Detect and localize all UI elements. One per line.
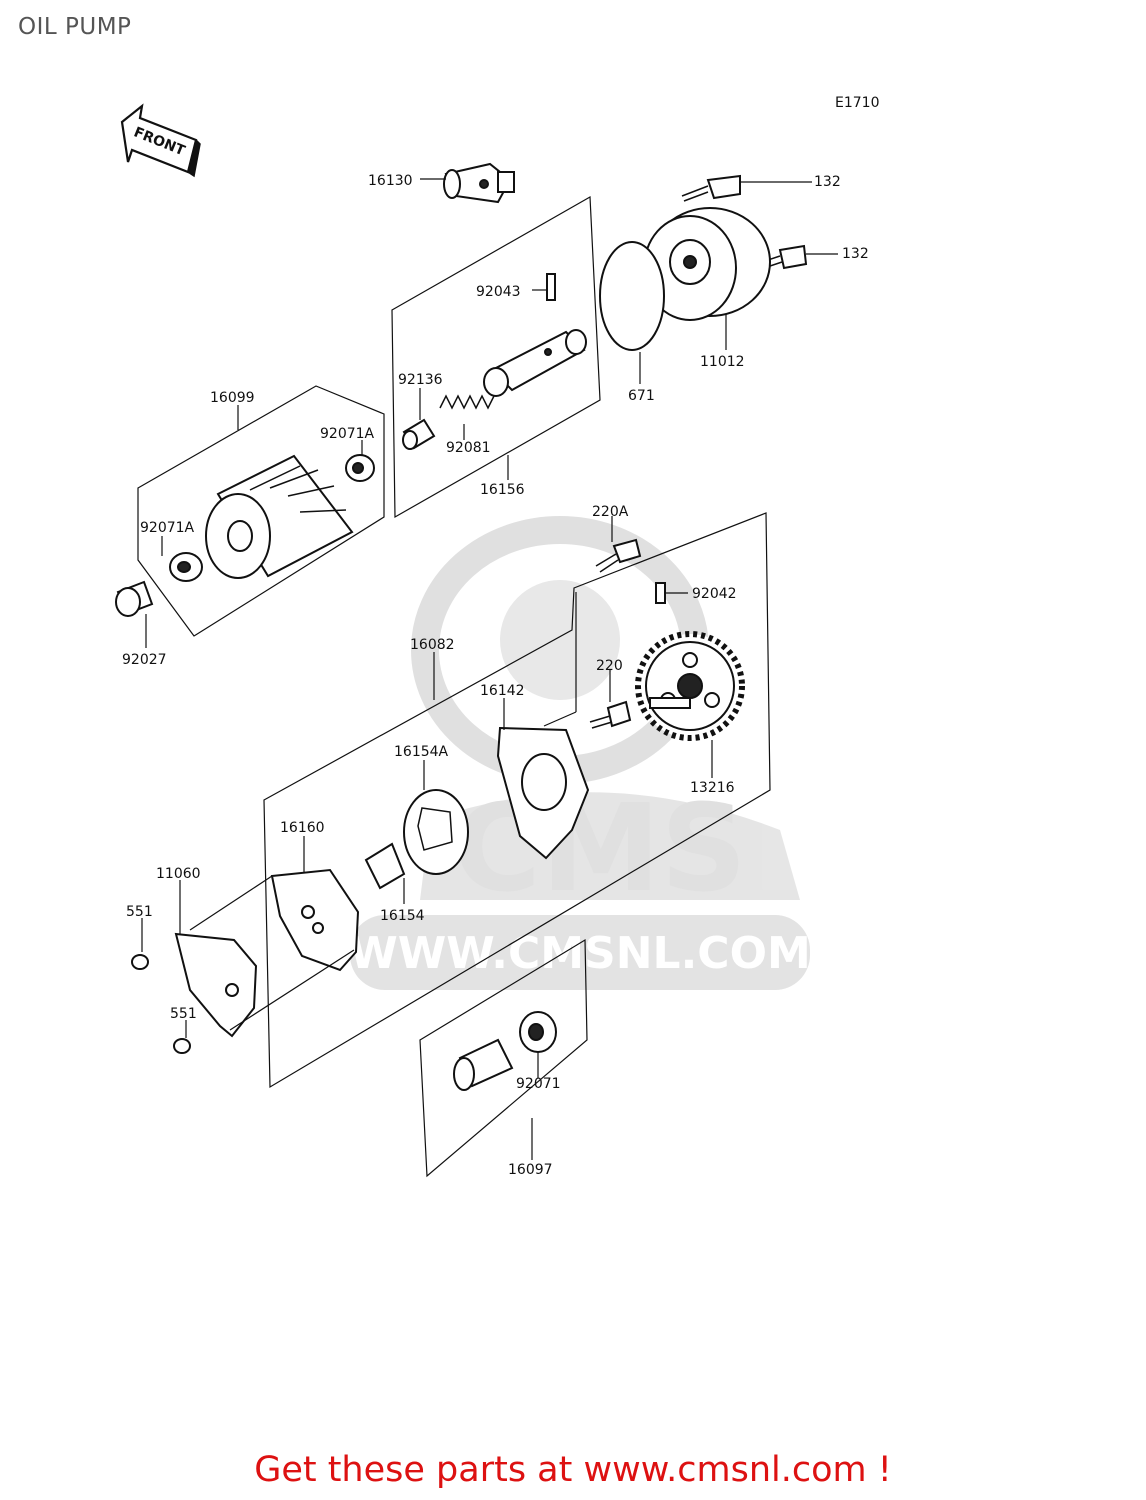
label-16082: 16082 <box>410 637 455 653</box>
part-labels: 16130 132 132 92043 11012 671 16099 9213… <box>122 173 869 1178</box>
part-551-dowel-lower <box>173 1038 191 1054</box>
label-220A: 220A <box>592 504 629 520</box>
label-11012: 11012 <box>700 354 745 370</box>
label-551-upper: 551 <box>126 904 153 920</box>
part-16099-filter <box>205 454 354 579</box>
part-16154-rotor <box>364 842 406 890</box>
label-92043: 92043 <box>476 284 521 300</box>
part-92071A-seal-top <box>345 454 375 482</box>
part-11012-cover <box>643 207 771 321</box>
label-16142: 16142 <box>480 683 525 699</box>
part-92136-collar <box>402 418 436 450</box>
label-92027: 92027 <box>122 652 167 668</box>
watermark-url: WWW.CMSNL.COM <box>349 928 811 979</box>
label-16154: 16154 <box>380 908 425 924</box>
part-551-dowel-upper <box>131 954 149 970</box>
label-92081: 92081 <box>446 440 491 456</box>
label-16156: 16156 <box>480 482 525 498</box>
part-92081-spring <box>439 394 495 410</box>
label-92071: 92071 <box>516 1076 561 1092</box>
label-671: 671 <box>628 388 655 404</box>
part-132-bolt-upper <box>681 174 741 202</box>
label-16160: 16160 <box>280 820 325 836</box>
label-92136: 92136 <box>398 372 443 388</box>
footer-promo-link[interactable]: Get these parts at www.cmsnl.com ! <box>254 1450 892 1490</box>
part-220A-bolt <box>595 538 642 573</box>
part-16142-housing <box>496 726 590 860</box>
leader-lines <box>141 178 838 1160</box>
part-92042-pin <box>655 582 666 604</box>
part-13216-gear <box>635 631 745 741</box>
part-92071-seal <box>519 1011 557 1053</box>
part-16154A-rotor <box>403 789 469 875</box>
part-16097-screen <box>453 1038 514 1091</box>
label-92071A-top: 92071A <box>320 426 375 442</box>
label-13216: 13216 <box>690 780 735 796</box>
label-16099: 16099 <box>210 390 255 406</box>
label-132-lower: 132 <box>842 246 869 262</box>
group-boxes <box>137 195 771 1178</box>
part-92027-collar <box>115 580 154 617</box>
label-132-upper: 132 <box>814 174 841 190</box>
part-671-o-ring <box>599 241 665 351</box>
label-220: 220 <box>596 658 623 674</box>
part-92071A-seal-left <box>169 552 203 582</box>
watermark-logo: CMS <box>453 780 747 919</box>
front-arrow-icon: FRONT <box>120 103 201 178</box>
part-16160-plate <box>270 868 360 972</box>
page-title: OIL PUMP <box>18 14 132 40</box>
label-16097: 16097 <box>508 1162 553 1178</box>
label-16130: 16130 <box>368 173 413 189</box>
label-11060: 11060 <box>156 866 201 882</box>
diagram-code: E1710 <box>835 95 879 111</box>
label-551-lower: 551 <box>170 1006 197 1022</box>
part-16156-valve <box>483 329 587 397</box>
part-220-bolt <box>589 700 632 729</box>
part-92043-pin <box>546 273 556 301</box>
label-92071A-left: 92071A <box>140 520 195 536</box>
label-16154A: 16154A <box>394 744 449 760</box>
part-16130-fitting <box>443 162 515 204</box>
label-92042: 92042 <box>692 586 737 602</box>
